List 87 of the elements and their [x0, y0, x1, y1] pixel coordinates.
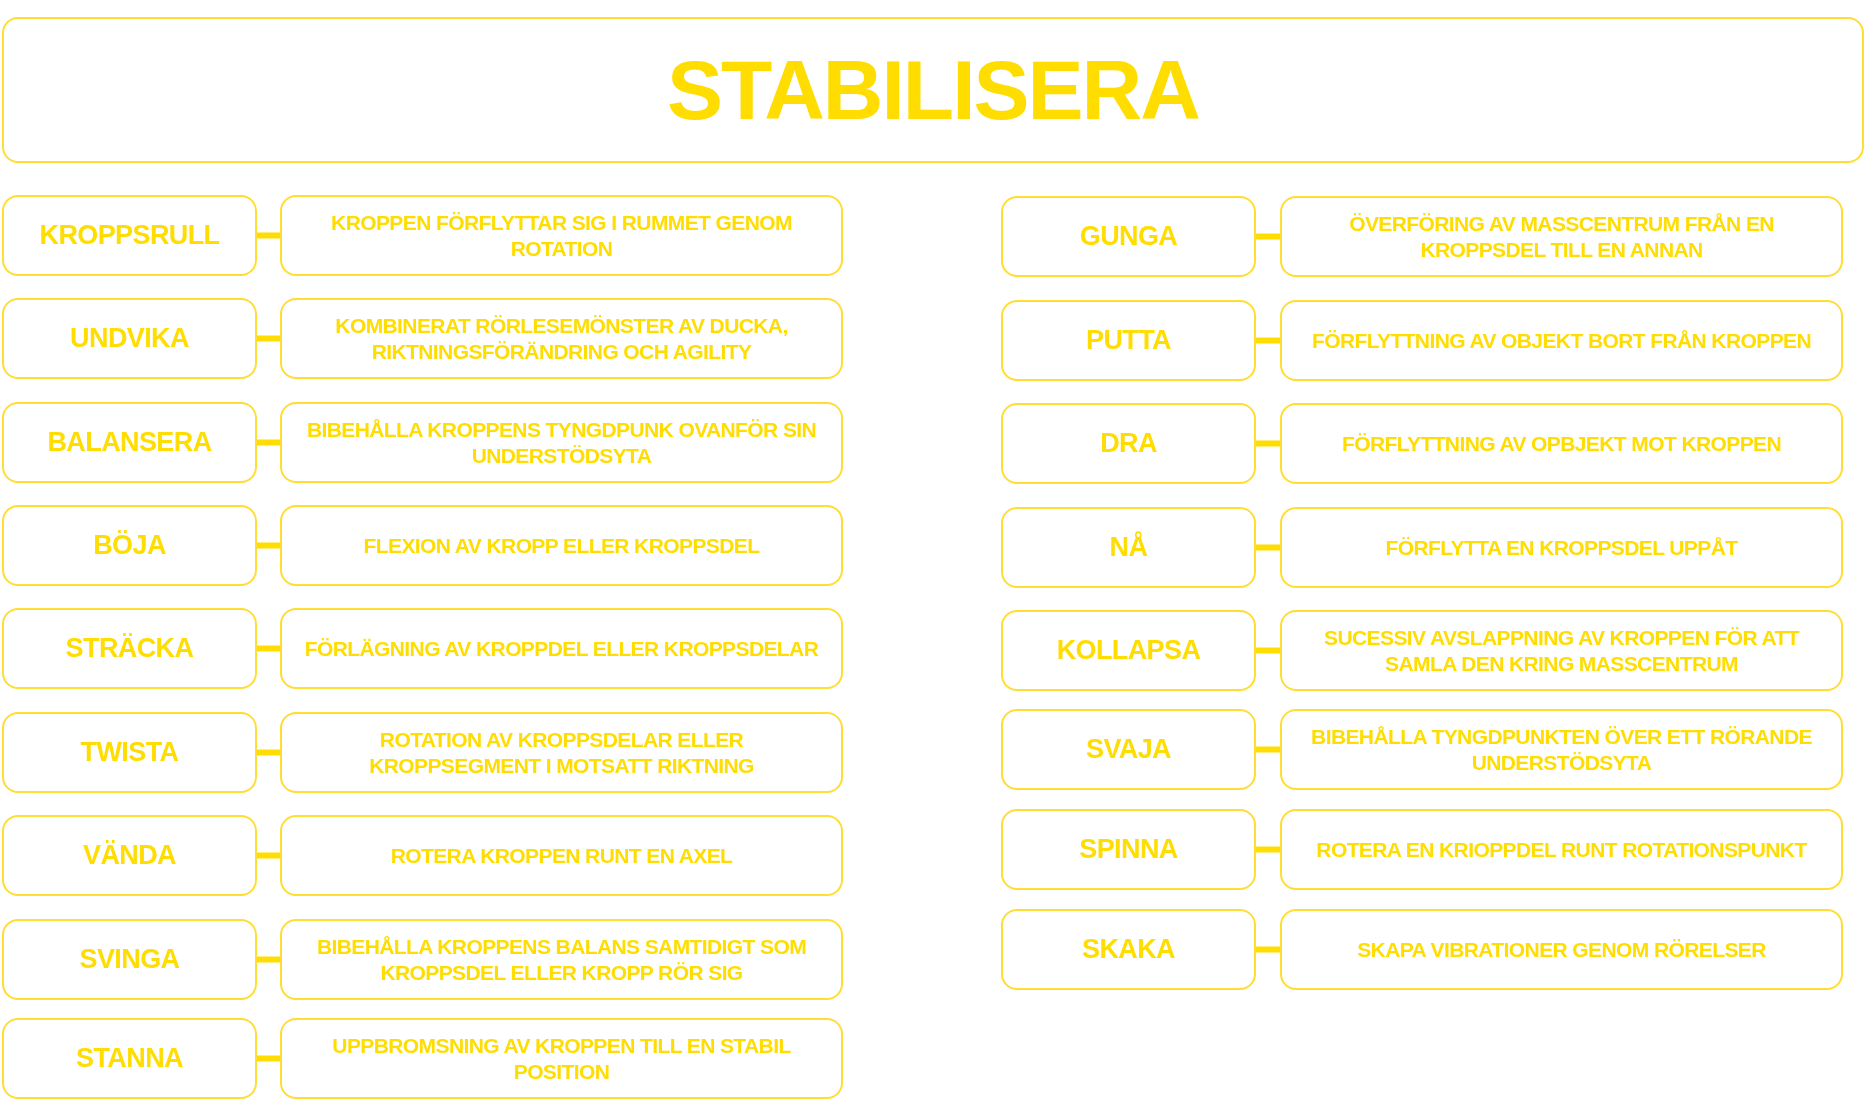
term-box: [2, 505, 257, 586]
connector-line: [257, 956, 280, 963]
connector-line: [1256, 233, 1280, 240]
connector-line: [1256, 440, 1280, 447]
definition-text: BIBEHÅLLA KROPPENS TYNGDPUNK OVANFÖR SIN UNDERSTÖDSYTA: [305, 416, 818, 469]
definition-box: [280, 505, 843, 586]
term-box: [1001, 403, 1256, 484]
term-text: UNDVIKA: [70, 322, 189, 355]
definition-box: [280, 298, 843, 379]
term-box: [1001, 507, 1256, 588]
term-box: [1001, 196, 1256, 277]
term-text: SVAJA: [1086, 733, 1171, 766]
connector-line: [1256, 544, 1280, 551]
definition-box: [1280, 709, 1843, 790]
connector-line: [257, 542, 280, 549]
term-text: VÄNDA: [83, 839, 176, 872]
connector-line: [257, 232, 280, 239]
definition-text: FÖRFLYTTA EN KROPPSDEL UPPÅT: [1385, 534, 1738, 561]
definition-box: [280, 712, 843, 793]
term-box: [2, 402, 257, 483]
term-box: [1001, 909, 1256, 990]
definition-text: KOMBINERAT RÖRLESEMÖNSTER AV DUCKA, RIKTNINGSFÖRÄNDRING OCH AGILITY: [334, 312, 789, 365]
connector-line: [1256, 846, 1280, 853]
term-box: [2, 815, 257, 896]
definition-box: [280, 815, 843, 896]
title-text: STABILISERA: [667, 41, 1199, 139]
term-text: PUTTA: [1086, 324, 1171, 357]
term-text: KROPPSRULL: [39, 219, 220, 252]
term-text: SVINGA: [79, 943, 180, 976]
definition-box: [1280, 300, 1843, 381]
definition-text: BIBEHÅLLA KROPPENS BALANS SAMTIDIGT SOM KROPPSDEL ELLER KROPP RÖR SIG: [315, 933, 808, 986]
term-text: STANNA: [76, 1042, 183, 1075]
term-box: [2, 608, 257, 689]
definition-text: FÖRFLYTTNING AV OBJEKT BORT FRÅN KROPPEN: [1311, 327, 1812, 354]
term-text: BÖJA: [93, 529, 166, 562]
connector-line: [257, 749, 280, 756]
term-text: SPINNA: [1079, 833, 1178, 866]
term-text: BALANSERA: [47, 426, 212, 459]
term-box: [2, 712, 257, 793]
definition-box: [1280, 196, 1843, 277]
connector-line: [257, 645, 280, 652]
term-text: STRÄCKA: [65, 632, 194, 665]
definition-box: [1280, 507, 1843, 588]
term-box: [1001, 610, 1256, 691]
definition-box: [1280, 610, 1843, 691]
definition-text: UPPBROMSNING AV KROPPEN TILL EN STABIL POSITION: [331, 1032, 792, 1085]
definition-text: FÖRLÄGNING AV KROPPDEL ELLER KROPPSDELAR: [304, 635, 819, 662]
definition-text: ÖVERFÖRING AV MASSCENTRUM FRÅN EN KROPPSDEL TILL EN ANNAN: [1348, 210, 1775, 263]
definition-text: FÖRFLYTTNING AV OPBJEKT MOT KROPPEN: [1341, 430, 1782, 457]
definition-text: KROPPEN FÖRFLYTTAR SIG I RUMMET GENOM ROTATION: [330, 209, 793, 262]
connector-line: [257, 335, 280, 342]
definition-text: SKAPA VIBRATIONER GENOM RÖRELSER: [1357, 936, 1766, 963]
definition-box: [1280, 403, 1843, 484]
title-box: [2, 17, 1864, 163]
connector-line: [1256, 746, 1280, 753]
term-box: [1001, 709, 1256, 790]
definition-text: ROTERA EN KRIOPPDEL RUNT ROTATIONSPUNKT: [1316, 836, 1807, 863]
definition-text: ROTERA KROPPEN RUNT EN AXEL: [390, 842, 733, 869]
term-box: [2, 298, 257, 379]
definition-box: [1280, 909, 1843, 990]
term-text: TWISTA: [80, 736, 179, 769]
definition-box: [280, 1018, 843, 1099]
term-box: [2, 919, 257, 1000]
definition-text: ROTATION AV KROPPSDELAR ELLER KROPPSEGMENT I MOTSATT RIKTNING: [368, 726, 755, 779]
term-box: [1001, 300, 1256, 381]
definition-box: [280, 402, 843, 483]
definition-box: [1280, 809, 1843, 890]
definition-text: SUCESSIV AVSLAPPNING AV KROPPEN FÖR ATT SAMLA DEN KRING MASSCENTRUM: [1323, 624, 1801, 677]
connector-line: [1256, 647, 1280, 654]
term-box: [2, 195, 257, 276]
connector-line: [1256, 946, 1280, 953]
term-text: SKAKA: [1082, 933, 1175, 966]
term-text: NÅ: [1109, 531, 1148, 564]
definition-box: [280, 195, 843, 276]
term-text: GUNGA: [1079, 220, 1178, 253]
term-box: [2, 1018, 257, 1099]
connector-line: [1256, 337, 1280, 344]
term-box: [1001, 809, 1256, 890]
definition-box: [280, 608, 843, 689]
connector-line: [257, 852, 280, 859]
connector-line: [257, 1055, 280, 1062]
term-text: DRA: [1100, 427, 1157, 460]
definition-text: FLEXION AV KROPP ELLER KROPPSDEL: [363, 532, 760, 559]
connector-line: [257, 439, 280, 446]
term-text: KOLLAPSA: [1056, 634, 1201, 667]
definition-box: [280, 919, 843, 1000]
definition-text: BIBEHÅLLA TYNGDPUNKTEN ÖVER ETT RÖRANDE UNDERSTÖDSYTA: [1310, 723, 1813, 776]
